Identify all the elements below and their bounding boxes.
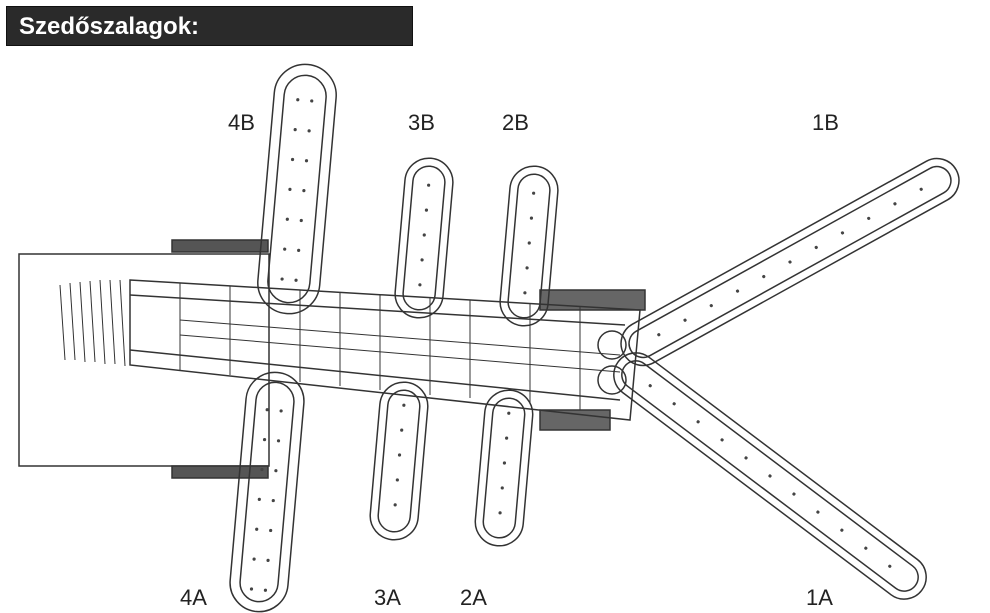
page-title: Szedőszalagok: [6,6,413,46]
diverter-roller-top [597,330,627,360]
housing-block-top [171,239,269,253]
belt-2b [499,165,559,327]
belt-label-1a: 1A [806,585,833,610]
belt-label-1b: 1B [812,110,839,135]
belt-1b [620,157,960,367]
belt-4a [229,371,305,613]
diverter-roller-bottom [597,365,627,395]
belt-3a [369,381,429,541]
belt-2a [474,389,534,547]
belt-label-2a: 2A [460,585,487,610]
belt-label-3a: 3A [374,585,401,610]
belt-4b [257,63,337,315]
belt-1a [613,352,927,600]
housing-block-bottom [171,465,269,479]
belt-3b [394,157,454,319]
belt-label-2b: 2B [502,110,529,135]
belt-label-3b: 3B [408,110,435,135]
belt-label-4b: 4B [228,110,255,135]
feeder-housing [18,253,270,467]
housing-block-right-bottom [539,409,611,431]
belt-label-4a: 4A [180,585,207,610]
